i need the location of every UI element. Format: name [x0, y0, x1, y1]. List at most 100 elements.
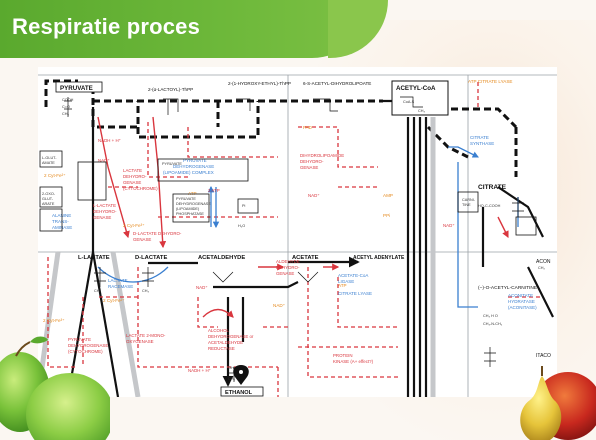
chem-cooh-2: HO-C-COOH [478, 204, 501, 208]
cofactor-cyt: 2 Cyt-Fe³⁺ [123, 223, 145, 228]
label-aconitate-2: HYDRATASE [508, 299, 535, 304]
label-nadh: NADH + H⁺ [98, 138, 121, 143]
cofactor-amp: AMP [383, 193, 393, 198]
node-labels: PYRUVATE 2-(α-LACTOYL)-ThPP 2-(1-HYDROXY… [55, 80, 551, 397]
label-lactate-dh-2: DEHYDRO- [123, 174, 147, 179]
label-citrate-synthase: CITRATE [470, 135, 489, 140]
label-pdh-cyt-2: DEHYDROGENASE [68, 343, 108, 348]
metabolic-pathway-diagram: 2 Cyt-Fe²⁺ ATP FAD ATP CITRATE LYASE AMP… [38, 67, 557, 397]
node-acetyl-dihydrolipoate: 6-S-ACETYL-DIHYDROLIPOATE [303, 81, 371, 86]
chem-structures [64, 96, 524, 382]
label-ald-dh-2: DEHYDRO- [276, 265, 300, 270]
chem-ch3-2: CH₃ [418, 109, 425, 113]
cofactor-cyt-3: 2 Cyt-Fe³⁺ [43, 318, 65, 323]
node-l-lactate: L-LACTATE [78, 255, 110, 261]
chem-carnitine-2: TINE [462, 203, 471, 207]
label-aconitate: ACONITATE [508, 293, 533, 298]
label-citrate-lyase: CITRATE LYASE [338, 291, 372, 296]
label-lactate-dh-4: (CYTOCHROME) [123, 186, 158, 191]
node-ethanol: ETHANOL [225, 390, 253, 396]
label-l-lact-dh: L-LACTATE [93, 203, 116, 208]
label-aconitate-3: (ACONITASE) [508, 305, 537, 310]
label-dihydrolipo-3: GENASE [300, 165, 318, 170]
label-pdh-cyt-3: (CYTOCHROME) [68, 349, 103, 354]
label-nad-right: NAD⁺ [443, 223, 455, 228]
node-acetyl-adenylate: ACETYL ADENYLATE [353, 255, 405, 261]
label-lac-mono-2: OXYGENASE [126, 339, 154, 344]
label-nadh-3: NADH + H⁺ [188, 368, 211, 373]
blue-paths [97, 146, 519, 308]
slide-title: Respiratie proces [12, 14, 201, 39]
enzyme-boxes [39, 150, 537, 236]
chem-text: COOH C=O CH₃ CoA-S CH₃ CH₃ CH₃ L-GLUT- A… [42, 98, 545, 381]
label-nadh-2: NAD⁺ [196, 285, 208, 290]
cofactor-cyt-2: 2 Cyt-Fe²⁺ [103, 298, 125, 303]
chem-glut-2: AMATE [42, 161, 55, 165]
chem-ethanol-ch: CH₃ [228, 377, 235, 381]
chem-pi: Pi [242, 204, 246, 208]
label-citrate-synthase-2: SYNTHASE [470, 141, 494, 146]
chem-ch3: CH₃ [62, 112, 69, 116]
node-aconitate: ACON [536, 259, 551, 265]
label-d-lact-dh: D-LACTATE DEHYDRO- [133, 231, 182, 236]
chem-glut: L-GLUT- [42, 156, 57, 160]
chem-h2o: H₂O [238, 224, 245, 228]
label-ald-dh-3: GENASE [276, 271, 294, 276]
chem-co: C=O [62, 105, 70, 109]
label-dihydrolipo: DIHYDROLIPOAMIDE [300, 153, 344, 158]
node-lactoyl: 2-(α-LACTOYL)-ThPP [148, 87, 193, 92]
label-pdh-complex-2: DEHYDROGENASE [173, 164, 214, 169]
label-lactate-dh-1: LACTATE [123, 168, 142, 173]
label-pdh-cyt: PYRUVATE [68, 337, 91, 342]
label-lac-mono: LACTATE 2-MONO- [126, 333, 166, 338]
chem-lact: CH₃ [94, 289, 101, 293]
chem-oxoglut-3: ARATE [42, 202, 55, 206]
title-bar: Respiratie proces [0, 0, 388, 58]
chem-carn-ch3: CH₃ H O [483, 314, 498, 318]
cofactor-atp: ATP [188, 191, 197, 196]
label-ac-coa-lig: ACETATE-CoA [338, 273, 368, 278]
node-itaconate: ITACO [536, 353, 551, 359]
chem-coa-s: CoA-S [403, 100, 415, 104]
cofactor-nad-2: NAD⁺ [273, 303, 286, 308]
cofactor-ppi: PPi [383, 213, 390, 218]
chem-pdh-e1: PYRUVATE [176, 197, 196, 201]
cofactor-nad: 2 Cyt-Fe²⁺ [44, 173, 66, 178]
label-nad: NAD⁺ [98, 158, 110, 163]
chem-pdh-e1-2: DEHYDROGENASE [176, 202, 211, 206]
label-d-lact-dh-2: GENASE [133, 237, 151, 242]
main-solid-path [66, 95, 554, 397]
red-dashed-paths [47, 82, 543, 397]
node-acetyl-carnitine: (−)-O-ACETYL-CARNITINE [478, 285, 537, 291]
chem-pdh-e1-3: (LIPOAMIDE) [176, 207, 200, 211]
panel-grid [38, 74, 557, 397]
chem-pdh-e1-4: PHOSPHATASE [176, 212, 204, 216]
chem-carnitine: CARNI- [462, 198, 476, 202]
label-pi: 2 ATP [208, 188, 220, 193]
label-ald-dh: ALDEHYDE [276, 259, 300, 264]
label-alcohol-dh-3: ACETALDEHYDE [208, 340, 243, 345]
apple-pear-image [520, 366, 596, 440]
red-labels: NADH + H⁺ NAD⁺ LACTATE DEHYDRO- GENASE (… [68, 138, 455, 373]
node-d-lactate: D-LACTATE [135, 255, 167, 261]
pathway-svg: 2 Cyt-Fe²⁺ ATP FAD ATP CITRATE LYASE AMP… [38, 74, 557, 397]
orange-cofactors: 2 Cyt-Fe²⁺ ATP FAD ATP CITRATE LYASE AMP… [43, 79, 513, 323]
chem-oxoglut-2: GLUT- [42, 197, 54, 201]
node-hydroxyethyl: 2-(1-HYDROXY-ETHYL)-ThPP [228, 81, 291, 86]
chem-dlact: CH₃ [142, 289, 149, 293]
chem-acon: CH₂ [538, 266, 545, 270]
label-l-lact-dh-3: GENASE [93, 215, 111, 220]
ethanol-marker [233, 365, 249, 385]
chem-ethanol-oh: OH [228, 366, 234, 370]
green-apples-image [0, 336, 110, 440]
chem-pdh-box: PYRUVATE [162, 162, 182, 166]
label-alcohol-dh: ALCOHOL [208, 328, 230, 333]
node-acetaldehyde: ACETALDEHYDE [198, 255, 245, 261]
label-alcohol-dh-4: REDUCTASE [208, 346, 235, 351]
cofactor-fad: FAD [303, 125, 313, 130]
label-racemase: LACTATE [108, 278, 128, 283]
label-alcohol-dh-2: DEHYDROGENASE or [208, 334, 254, 339]
node-acetate: ACETATE [292, 255, 319, 261]
chem-oxoglut: 2-OXO- [42, 192, 56, 196]
label-dihydrolipo-2: DEHYDRO- [300, 159, 324, 164]
